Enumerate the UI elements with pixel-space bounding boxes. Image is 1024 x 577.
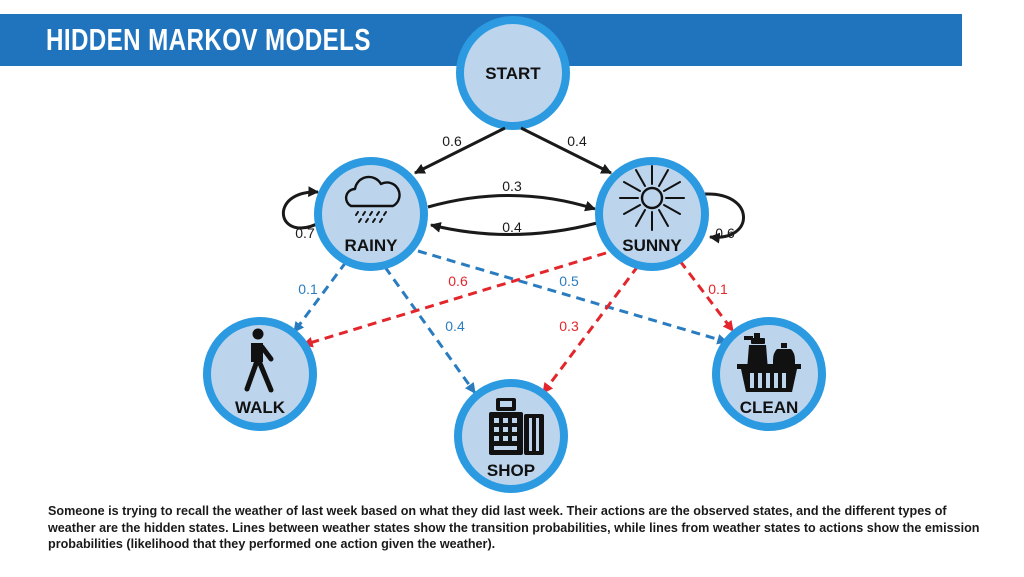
shop-node: SHOP — [454, 379, 568, 493]
prob-sunny-walk: 0.6 — [448, 273, 468, 289]
rainy-label: RAINY — [345, 236, 399, 255]
rainy-node: RAINY — [314, 157, 428, 271]
sunny-label: SUNNY — [622, 236, 682, 255]
prob-sunny-clean: 0.1 — [708, 281, 728, 297]
prob-start-sunny: 0.4 — [567, 133, 587, 149]
clean-node: CLEAN — [712, 317, 826, 431]
emission-rainy-shop — [383, 266, 477, 394]
shop-label: SHOP — [487, 461, 535, 480]
arrow-sunny-rainy — [429, 221, 598, 236]
walk-node: WALK — [203, 317, 317, 431]
prob-rainy-shop: 0.4 — [445, 318, 465, 334]
sun-icon — [619, 165, 685, 231]
prob-start-rainy: 0.6 — [442, 133, 462, 149]
prob-sunny-sunny: 0.6 — [715, 225, 735, 241]
prob-rainy-walk: 0.1 — [298, 281, 318, 297]
walking-person-icon — [244, 328, 274, 393]
arrow-rainy-self — [281, 186, 322, 230]
cash-register-icon — [489, 398, 544, 455]
emission-rainy-walk — [292, 261, 348, 333]
start-node: START — [456, 16, 570, 130]
clean-label: CLEAN — [740, 398, 799, 417]
transition-arrows — [281, 126, 745, 244]
arrow-start-rainy — [414, 126, 506, 175]
emission-arrows-rainy — [292, 249, 729, 394]
emission-sunny-walk — [301, 251, 607, 348]
prob-rainy-sunny: 0.3 — [502, 178, 522, 194]
prob-rainy-clean: 0.5 — [559, 273, 579, 289]
prob-sunny-rainy: 0.4 — [502, 219, 522, 235]
walk-label: WALK — [235, 398, 286, 417]
rain-cloud-icon — [344, 175, 401, 223]
start-label: START — [485, 64, 541, 83]
caption-text: Someone is trying to recall the weather … — [48, 504, 980, 551]
sunny-node: SUNNY — [595, 157, 709, 271]
hmm-diagram: START — [203, 16, 826, 493]
arrow-rainy-sunny — [427, 194, 597, 212]
arrow-start-sunny — [520, 126, 612, 175]
prob-rainy-rainy: 0.7 — [295, 225, 315, 241]
arrow-sunny-self — [704, 192, 745, 244]
emission-rainy-clean — [417, 249, 729, 345]
emission-sunny-shop — [541, 265, 640, 394]
page-title: HIDDEN MARKOV MODELS — [46, 22, 371, 57]
emission-arrows-sunny — [301, 251, 735, 394]
prob-sunny-shop: 0.3 — [559, 318, 579, 334]
